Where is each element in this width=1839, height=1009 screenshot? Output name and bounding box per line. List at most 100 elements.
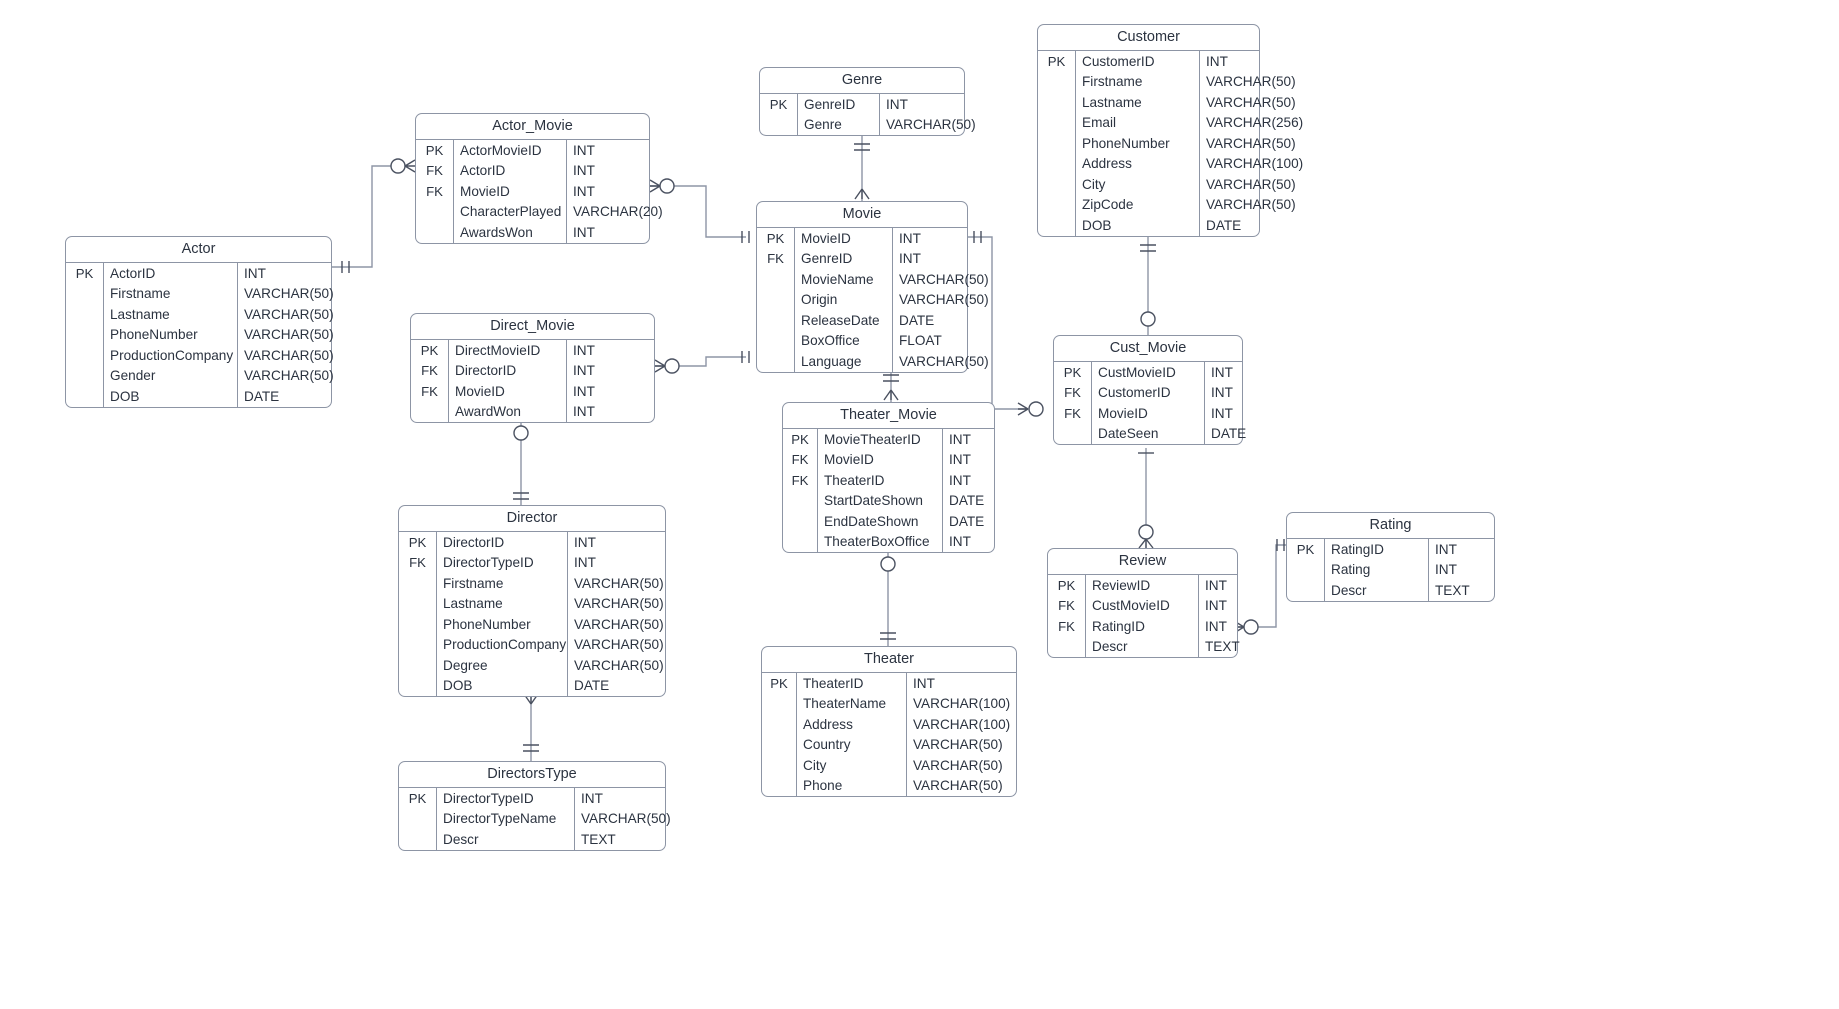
column-key-badge: PK <box>1057 577 1076 593</box>
column-name: AwardWon <box>448 401 566 422</box>
entity-title-cust_movie: Cust_Movie <box>1054 336 1242 362</box>
column-type: INT <box>1199 51 1259 72</box>
column-name: Degree <box>436 655 567 676</box>
column-name: AwardsWon <box>453 222 566 243</box>
column-type: INT <box>1204 362 1242 383</box>
column-name: RatingID <box>1324 539 1428 560</box>
column-type: VARCHAR(50) <box>892 351 994 372</box>
column-type: DATE <box>942 490 994 511</box>
column-type: TEXT <box>1428 580 1494 601</box>
column-name: Descr <box>436 829 574 850</box>
entity-title-theater_movie: Theater_Movie <box>783 403 994 429</box>
entity-title-theater: Theater <box>762 647 1016 673</box>
column-key-badge: PK <box>420 342 439 358</box>
entity-title-director: Director <box>399 506 665 532</box>
column-name: Genre <box>797 114 879 135</box>
column-name: RatingID <box>1085 616 1198 637</box>
column-type: VARCHAR(50) <box>906 755 1016 776</box>
column-type: INT <box>892 248 967 269</box>
column-name: MovieID <box>1091 403 1204 424</box>
column-type: INT <box>1204 382 1242 403</box>
column-key-badge <box>762 776 796 797</box>
entity-title-review: Review <box>1048 549 1237 575</box>
relationship-review-rating <box>1233 539 1286 635</box>
column-key-badge <box>783 491 817 512</box>
column-name: ActorID <box>453 160 566 181</box>
column-name: DirectMovieID <box>448 340 566 361</box>
column-key-badge <box>783 532 817 553</box>
column-key-badge <box>1038 174 1075 195</box>
column-name: StartDateShown <box>817 490 942 511</box>
column-key-badge <box>757 290 794 311</box>
column-key-badge <box>760 115 797 136</box>
column-type: INT <box>566 181 649 202</box>
column-key-badge <box>411 402 448 423</box>
column-key-badge <box>1038 113 1075 134</box>
column-type: INT <box>906 673 1016 694</box>
column-name: ProductionCompany <box>103 345 237 366</box>
column-key-badge <box>399 594 436 615</box>
column-name: Descr <box>1085 636 1198 657</box>
column-type: DATE <box>892 310 967 331</box>
column-name: MovieID <box>817 449 942 470</box>
column-name: ProductionCompany <box>436 634 567 655</box>
column-type: VARCHAR(50) <box>567 634 669 655</box>
column-type: INT <box>1198 575 1237 596</box>
column-type: INT <box>942 429 994 450</box>
column-type: DATE <box>1199 215 1259 236</box>
column-key-badge: FK <box>426 183 443 199</box>
relationship-direct_movie-movie <box>654 351 750 374</box>
column-key-badge <box>1048 637 1085 658</box>
column-name: PhoneNumber <box>1075 133 1199 154</box>
column-key-badge <box>757 310 794 331</box>
column-key-badge <box>399 573 436 594</box>
column-key-badge: PK <box>791 431 809 447</box>
column-name: DOB <box>103 386 237 407</box>
column-name: Lastname <box>1075 92 1199 113</box>
column-name: ReviewID <box>1085 575 1198 596</box>
column-key-badge: PK <box>770 675 788 691</box>
column-name: BoxOffice <box>794 330 892 351</box>
column-type: INT <box>567 532 665 553</box>
column-name: Address <box>796 714 906 735</box>
